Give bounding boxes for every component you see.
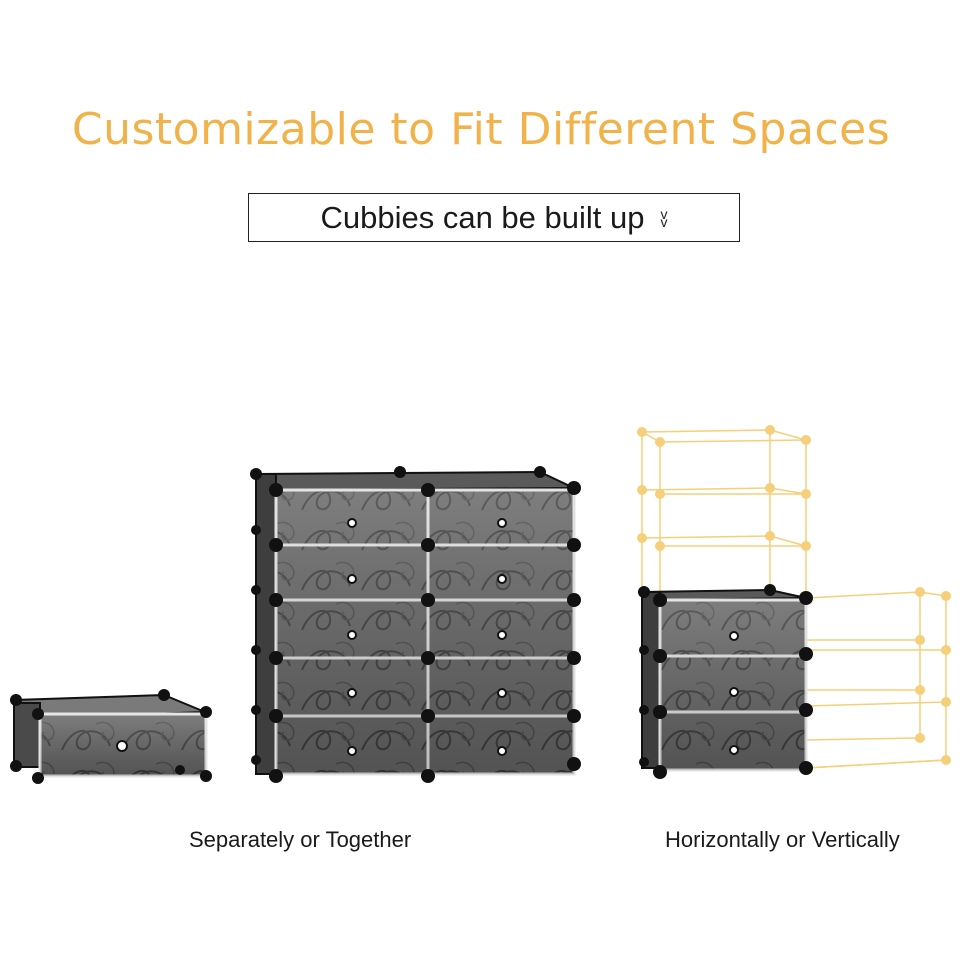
subheading-text: Cubbies can be built up <box>320 199 645 235</box>
expandable-cubby <box>637 425 951 779</box>
page-headline: Customizable to Fit Different Spaces <box>71 104 891 155</box>
tower-cubby <box>250 466 581 783</box>
caption-horizontally-vertically: Horizontally or Vertically <box>665 827 900 852</box>
caption-separately-together: Separately or Together <box>189 827 412 852</box>
single-cubby <box>10 689 212 784</box>
